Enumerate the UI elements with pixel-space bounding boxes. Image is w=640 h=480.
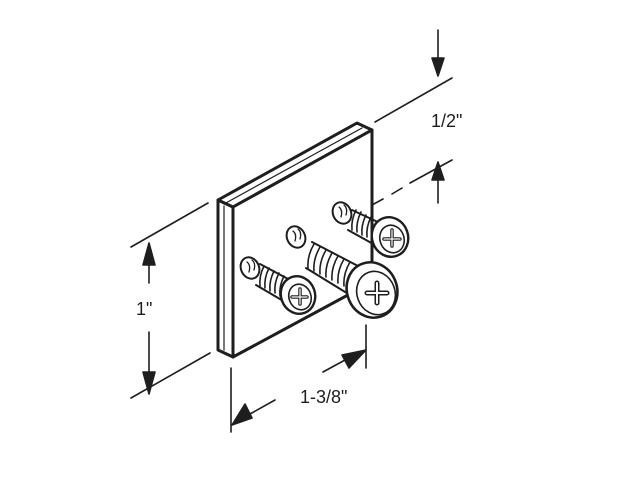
screw-center-icon [285,225,399,319]
dimension-half-inch [371,29,453,206]
dimension-one-three-eighths-inch [230,324,367,433]
dimension-one-inch [130,202,211,399]
dimension-label-half-inch: 1/2" [431,111,463,131]
dimension-label-one-three-eighths-inch: 1-3/8" [300,387,348,407]
screw-right-icon [331,201,410,258]
screw-left-icon [239,256,317,315]
dimension-label-one-inch: 1" [136,299,153,319]
